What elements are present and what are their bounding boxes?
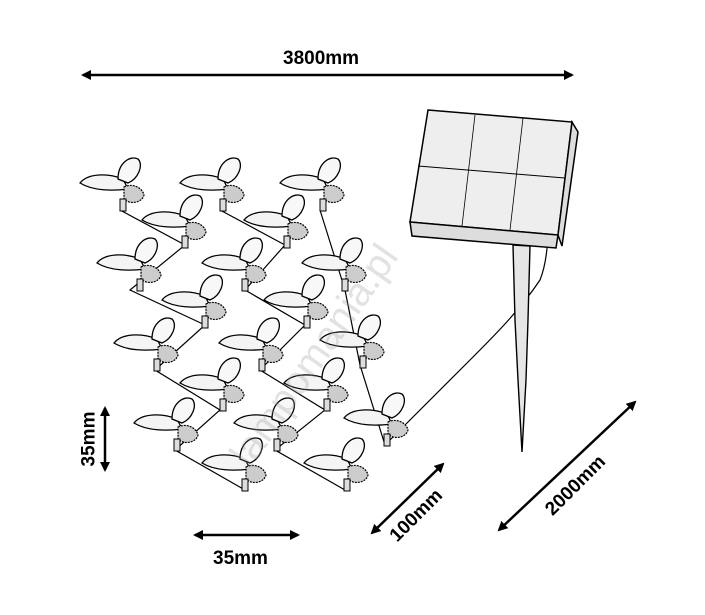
bulb-width-dimension-label: 35mm	[213, 548, 268, 569]
dimension-arrows	[81, 70, 637, 540]
ground-stake	[512, 244, 531, 453]
solar-panel	[409, 109, 579, 249]
bulb-height-dimension-label: 35mm	[78, 411, 100, 467]
width-dimension-label: 3800mm	[283, 48, 360, 69]
